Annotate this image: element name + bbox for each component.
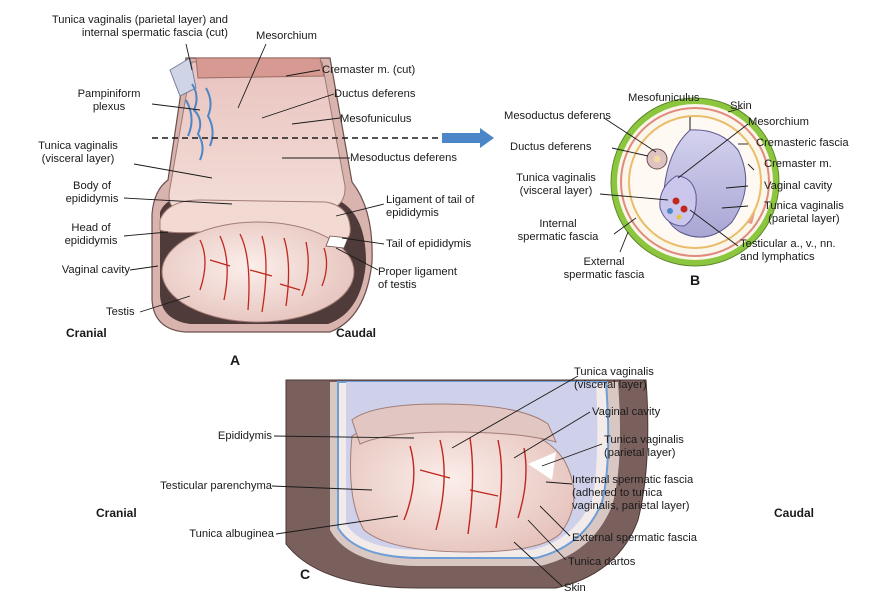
ductus-lumen	[653, 155, 661, 163]
panel-label-a: A	[230, 352, 241, 368]
label-parenchyma: Testicular parenchyma	[160, 480, 272, 492]
cremaster-ring	[620, 107, 770, 257]
vessel-red-2	[680, 205, 688, 213]
label-epididymis-c: Epididymis	[217, 430, 272, 442]
label-skin-b: Skin	[730, 100, 752, 112]
label-mesoductus-a: Mesoductus deferens	[350, 152, 457, 164]
testis-vessels-c	[403, 437, 527, 535]
label-ductus-b: Ductus deferens	[510, 141, 592, 153]
label-proper-ligament: Proper ligament of testis	[378, 266, 457, 291]
label-cremaster-cut: Cremaster m. (cut)	[322, 64, 416, 76]
label-mesofuniculus-b: Mesofuniculus	[628, 92, 700, 104]
label-dartos: Tunica dartos	[568, 556, 636, 568]
label-testis: Testis	[106, 306, 135, 318]
tail-ligament	[325, 235, 349, 249]
label-ligament-tail: Ligament of tail of epididymis	[386, 194, 475, 219]
label-internal-fascia-c: Internal spermatic fascia (adhered to tu…	[572, 474, 694, 512]
label-cremasteric-fascia: Cremasteric fascia	[756, 137, 849, 149]
label-vaginal-cavity-a: Vaginal cavity	[61, 264, 130, 276]
orientation-caudal-a: Caudal	[336, 326, 377, 340]
vessel-yellow	[676, 214, 682, 220]
panel-label-b: B	[690, 272, 701, 288]
label-tunica-parietal-c: Tunica vaginalis (parietal layer)	[604, 434, 684, 459]
panel-c-figure	[285, 379, 649, 589]
label-tunica-visceral-c: Tunica vaginalis (visceral layer)	[574, 366, 654, 391]
leader-lines	[123, 43, 755, 587]
label-albuginea: Tunica albuginea	[189, 528, 274, 540]
label-ductus-a: Ductus deferens	[334, 88, 416, 100]
label-cremaster-b: Cremaster m.	[764, 158, 832, 170]
label-tunica-visceral-b: Tunica vaginalis (visceral layer)	[516, 172, 596, 197]
label-pampiniform: Pampiniform plexus	[77, 88, 141, 113]
cremaster-cut	[195, 57, 325, 79]
label-head-epididymis: Head of epididymis	[64, 222, 118, 247]
label-body-epididymis: Body of epididymis	[65, 180, 119, 205]
label-vaginal-cavity-b: Vaginal cavity	[764, 180, 833, 192]
label-tail-epididymis: Tail of epididymis	[386, 238, 472, 250]
label-tunica-parietal-fascia: Tunica vaginalis (parietal layer) and in…	[51, 14, 228, 39]
parietal-flap	[169, 57, 197, 97]
label-vaginal-cavity-c: Vaginal cavity	[592, 406, 661, 418]
orientation-cranial-c: Cranial	[96, 506, 137, 520]
label-testicular-vessels: Testicular a., v., nn. and lymphatics	[740, 238, 836, 263]
orientation-caudal-c: Caudal	[774, 506, 815, 520]
label-internal-fascia-b: Internal spermatic fascia	[517, 218, 599, 243]
pampiniform-plexus	[185, 83, 214, 161]
vessel-blue	[667, 208, 673, 214]
panel-b-figure	[610, 97, 780, 267]
label-mesoductus-b: Mesoductus deferens	[504, 110, 611, 122]
label-mesofuniculus-a: Mesofuniculus	[340, 113, 412, 125]
testicular-vessels	[199, 233, 328, 313]
label-external-fascia-c: External spermatic fascia	[572, 532, 697, 544]
section-arrow	[442, 128, 494, 148]
label-external-fascia-b: External spermatic fascia	[563, 256, 645, 281]
label-tunica-parietal-b: Tunica vaginalis (parietal layer)	[764, 200, 844, 225]
label-mesorchium-a: Mesorchium	[256, 30, 317, 42]
label-tunica-visceral-a: Tunica vaginalis (visceral layer)	[38, 140, 118, 165]
label-mesorchium-b: Mesorchium	[748, 116, 809, 128]
label-skin-c: Skin	[564, 582, 586, 594]
testis-c	[350, 421, 575, 553]
orientation-cranial-a: Cranial	[66, 326, 107, 340]
panel-label-c: C	[300, 566, 311, 582]
epididymis-c	[351, 403, 557, 445]
panel-a-figure	[151, 57, 373, 333]
vessel-red-1	[672, 197, 680, 205]
